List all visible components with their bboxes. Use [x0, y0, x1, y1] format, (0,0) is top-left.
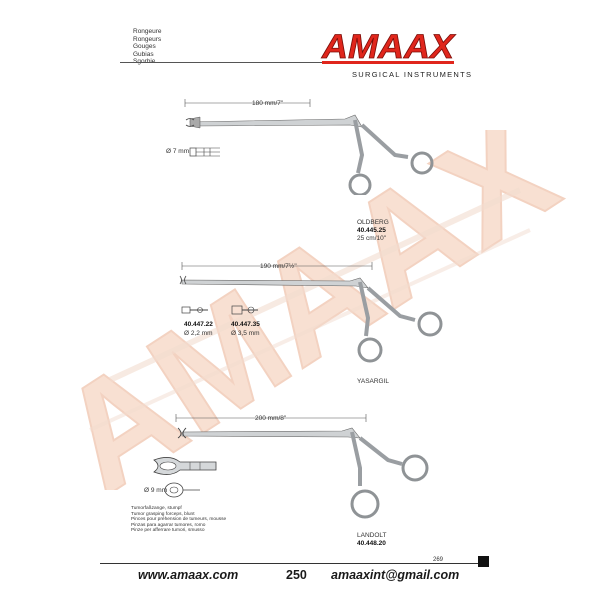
category-item: Rongeurs [133, 35, 162, 43]
tip-detail-icon [189, 147, 220, 157]
description-line: Pinces pour préhension de tumeurs, mouss… [131, 517, 227, 523]
tip-variant-icon [181, 306, 208, 314]
category-item: Rongeure [133, 28, 162, 35]
instrument-name: OLDBERG [357, 219, 389, 226]
length-label: 180 mm/7" [252, 100, 284, 107]
tagline: SURGICAL INSTRUMENTS [352, 70, 473, 79]
landolt-instrument [175, 414, 429, 519]
variant-size: Ø 3,5 mm [231, 330, 260, 337]
email-link[interactable]: amaaxint@gmail.com [331, 568, 460, 582]
tip-diameter-label: Ø 7 mm [166, 148, 190, 155]
instrument-code: 40.448.20 [357, 540, 386, 547]
page-number-small: 269 [433, 557, 444, 563]
oldberg-instrument [184, 99, 434, 195]
category-list: Rongeure Rongeurs Gouges Gubias Sgorbie [133, 28, 162, 66]
footer-divider [100, 563, 478, 564]
instrument-description: Tumorfaßzange, stumpf Tumor grasping for… [131, 506, 226, 534]
length-label: 200 mm/8" [255, 415, 287, 422]
description-line: Tumorfaßzange, stumpf [131, 506, 182, 511]
instrument-name: LANDOLT [357, 532, 387, 539]
category-item: Sgorbie [133, 58, 162, 66]
instrument-code: 40.445.25 [357, 227, 386, 234]
header-divider [120, 62, 352, 63]
tip-detail-icon [164, 482, 200, 498]
jaw-closeup-icon [153, 457, 217, 475]
category-item: Gouges [133, 43, 156, 51]
description-line: Pinzas para agarrar tumores, romo [131, 522, 206, 528]
website-link[interactable]: www.amaax.com [138, 568, 239, 582]
instrument-size: 25 cm/10" [357, 235, 387, 242]
description-line: Pinze per afferrare tumori, smusso [131, 528, 205, 534]
page-number: 250 [286, 568, 307, 582]
description-line: Tumor grasping forceps, blunt [131, 511, 195, 517]
variant-code: 40.447.22 [184, 321, 213, 328]
yasargil-instrument [179, 262, 443, 363]
tip-variant-icon [231, 305, 258, 315]
tip-diameter-label: Ø 9 mm [144, 487, 168, 494]
variant-code: 40.447.35 [231, 321, 260, 328]
instrument-name: YASARGIL [357, 378, 390, 385]
amaax-logo: AMAAX [321, 28, 457, 66]
logo-text: AMAAX [321, 28, 457, 66]
category-item: Gubias [133, 50, 154, 58]
length-label: 190 mm/7½" [260, 263, 297, 270]
page-marker [478, 556, 489, 567]
variant-size: Ø 2,2 mm [184, 330, 213, 337]
